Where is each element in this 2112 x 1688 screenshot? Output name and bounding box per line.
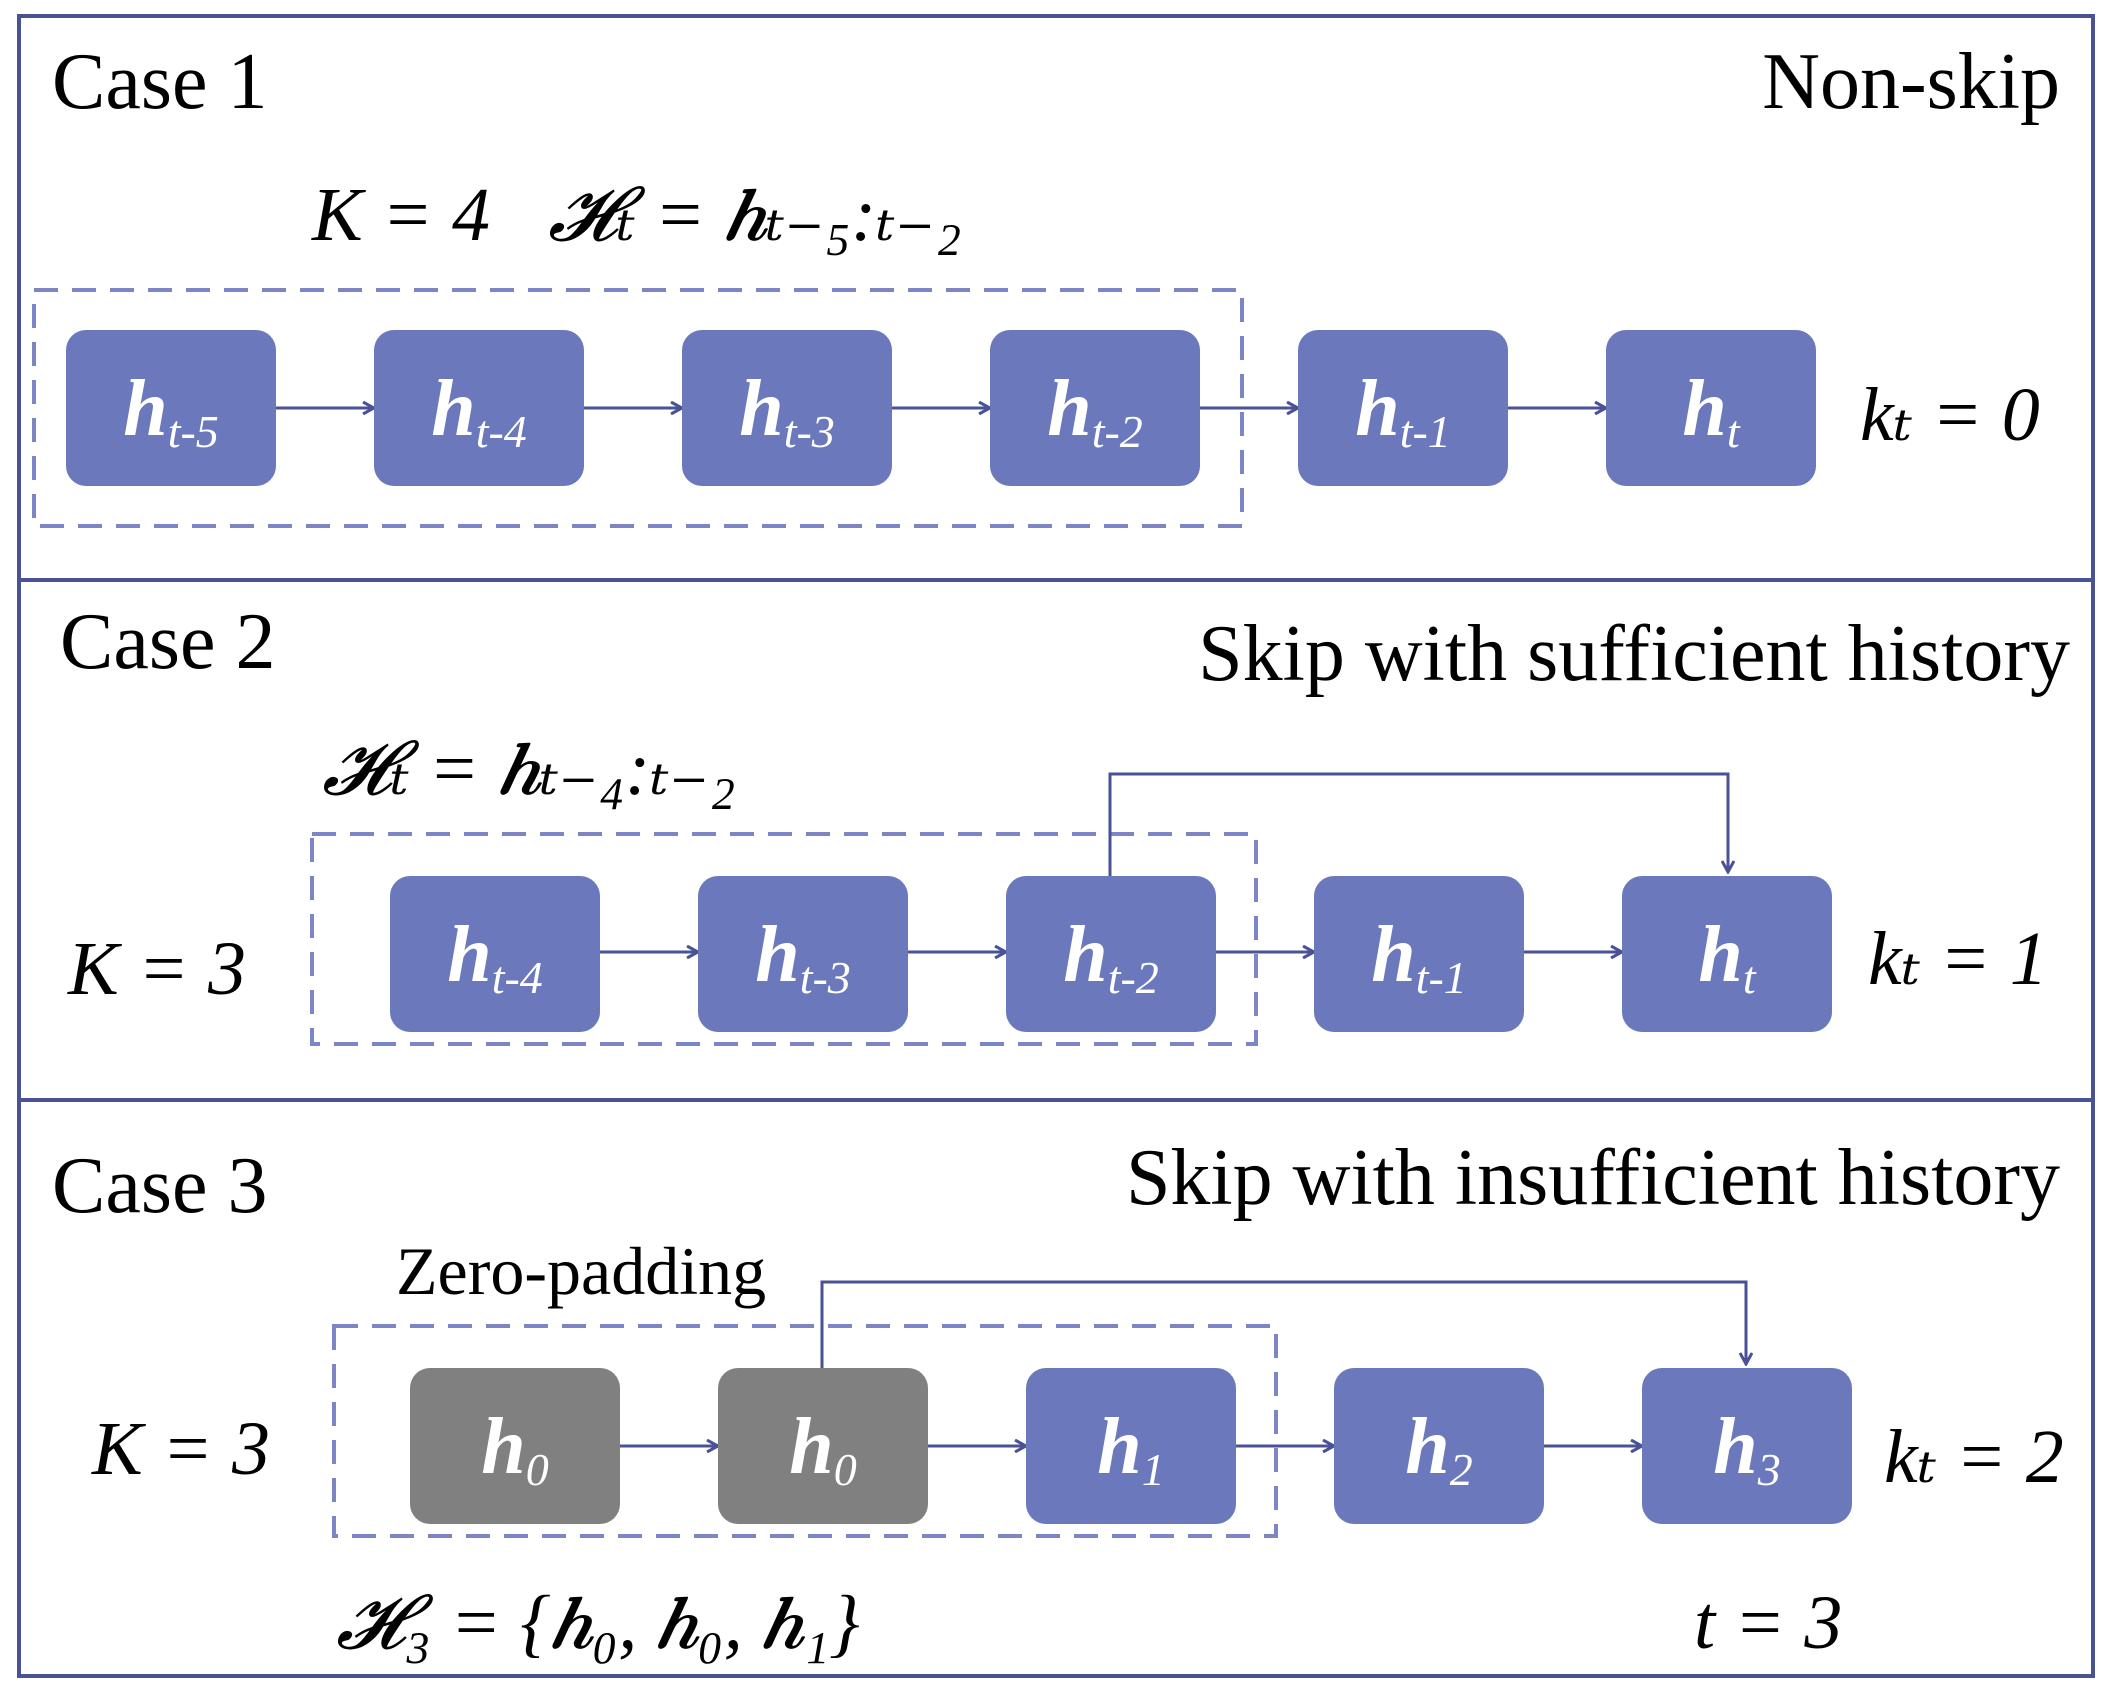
outer-frame xyxy=(17,14,2095,1678)
node-box xyxy=(1006,876,1216,1032)
node-label: ht-4 xyxy=(431,365,527,457)
node-box xyxy=(1606,330,1816,486)
node-label: ht-3 xyxy=(739,365,835,457)
node-box xyxy=(1622,876,1832,1032)
case-2-node-1: ht-3 xyxy=(698,876,908,1032)
node-box xyxy=(390,876,600,1032)
node-box xyxy=(374,330,584,486)
case-3-node-1: h0 xyxy=(718,1368,928,1524)
case-1-node-5: ht xyxy=(1606,330,1816,486)
case-3-title: Case 3 xyxy=(52,1142,268,1230)
case-2-panel: Case 2 Skip with sufficient history 𝓗ₜ =… xyxy=(60,598,2070,1046)
case-2-node-0: ht-4 xyxy=(390,876,600,1032)
node-label: ht xyxy=(1682,365,1741,457)
node-label: h1 xyxy=(1097,1403,1165,1495)
case-2-node-4: ht xyxy=(1622,876,1832,1032)
case-2-node-2: ht-2 xyxy=(1006,876,1216,1032)
node-label: ht-1 xyxy=(1355,365,1451,457)
case-1-node-4: ht-1 xyxy=(1298,330,1508,486)
case-3-panel: Case 3 Skip with insufficient history Ze… xyxy=(52,1134,2064,1665)
case-2-skip-connection xyxy=(1108,772,1728,876)
node-box xyxy=(698,876,908,1032)
case-2-k-window-label: K = 3 xyxy=(67,927,246,1011)
case-2-node-3: ht-1 xyxy=(1314,876,1524,1032)
case-1-history-label: 𝓗ₜ = 𝒉ₜ₋₅:ₜ₋₂ xyxy=(548,173,962,257)
case-3-time-label: t = 3 xyxy=(1694,1581,1842,1665)
case-2-title: Case 2 xyxy=(60,598,276,686)
case-3-node-4: h3 xyxy=(1642,1368,1852,1524)
node-label: ht-2 xyxy=(1063,911,1159,1003)
node-box xyxy=(1298,330,1508,486)
case-3-node-3: h2 xyxy=(1334,1368,1544,1524)
case-3-skip-count-label: kₜ = 2 xyxy=(1884,1415,2064,1499)
case-2-skip-count-label: kₜ = 1 xyxy=(1868,917,2048,1001)
node-box xyxy=(682,330,892,486)
case-2-history-label: 𝓗ₜ = 𝒉ₜ₋₄:ₜ₋₂ xyxy=(322,727,736,811)
case-2-subtitle: Skip with sufficient history xyxy=(1198,610,2070,698)
case-1-title: Case 1 xyxy=(52,38,268,126)
node-label: ht-2 xyxy=(1047,365,1143,457)
case-1-node-0: ht-5 xyxy=(66,330,276,486)
case-1-subtitle: Non-skip xyxy=(1762,38,2060,126)
case-1-node-3: ht-2 xyxy=(990,330,1200,486)
case-3-node-0: h0 xyxy=(410,1368,620,1524)
node-box xyxy=(1026,1368,1236,1524)
node-label: ht-3 xyxy=(755,911,851,1003)
case-2-history-window xyxy=(310,832,1258,1046)
node-label: h0 xyxy=(481,1403,549,1495)
case-1-node-2: ht-3 xyxy=(682,330,892,486)
case-3-history-label: 𝓗₃ = {𝒉₀, 𝒉₀, 𝒉₁} xyxy=(336,1581,860,1665)
node-box xyxy=(1334,1368,1544,1524)
case-3-subtitle: Skip with insufficient history xyxy=(1126,1134,2060,1222)
node-box xyxy=(1642,1368,1852,1524)
node-label: ht-1 xyxy=(1371,911,1467,1003)
padded-node-box xyxy=(410,1368,620,1524)
node-label: h0 xyxy=(789,1403,857,1495)
node-box xyxy=(66,330,276,486)
node-box xyxy=(990,330,1200,486)
case-1-panel: Case 1 Non-skip K = 4 𝓗ₜ = 𝒉ₜ₋₅:ₜ₋₂ ht-5… xyxy=(32,38,2060,528)
node-label: ht-4 xyxy=(447,911,543,1003)
case-3-skip-connection xyxy=(820,1280,1746,1368)
case-3-history-window xyxy=(332,1324,1278,1538)
case-1-skip-count-label: kₜ = 0 xyxy=(1860,373,2040,457)
case-3-node-2: h1 xyxy=(1026,1368,1236,1524)
node-label: h3 xyxy=(1713,1403,1781,1495)
padded-node-box xyxy=(718,1368,928,1524)
case-1-node-1: ht-4 xyxy=(374,330,584,486)
case-3-padding-label: Zero-padding xyxy=(396,1233,766,1309)
node-label: ht xyxy=(1698,911,1757,1003)
case-3-k-window-label: K = 3 xyxy=(91,1407,270,1491)
case-1-k-window-label: K = 4 xyxy=(311,173,490,257)
node-label: ht-5 xyxy=(123,365,219,457)
node-box xyxy=(1314,876,1524,1032)
node-label: h2 xyxy=(1405,1403,1473,1495)
